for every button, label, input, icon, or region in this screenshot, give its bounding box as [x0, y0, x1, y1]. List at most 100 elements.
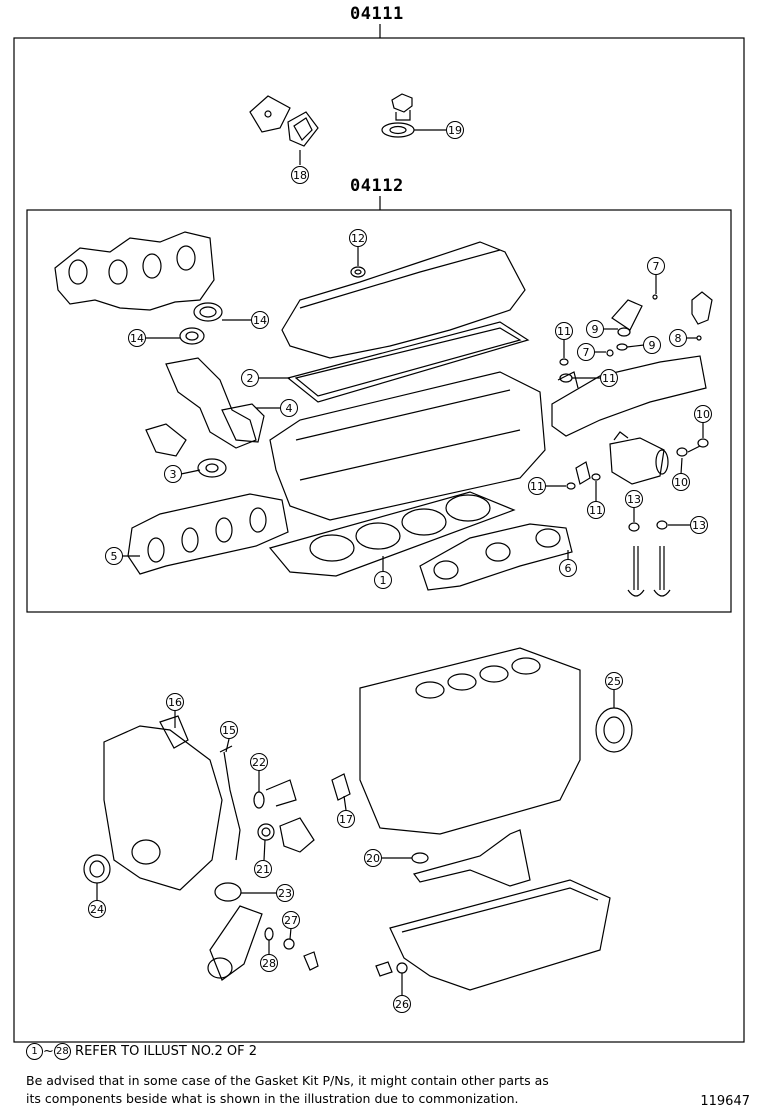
leader-3 — [180, 469, 201, 475]
callout-circle-inner-8 — [643, 336, 661, 354]
refer-text: REFER TO ILLUST NO.2 OF 2 — [75, 1044, 258, 1059]
callout-circle-inner-7 — [577, 343, 595, 361]
part-valve-a — [627, 546, 645, 597]
part-fuel-rail — [551, 355, 707, 437]
part-injector-8 — [691, 291, 713, 341]
callout-circle-inner-4 — [555, 322, 573, 340]
callout-label-inner-21: 6 — [565, 562, 572, 575]
part-drain-plug — [303, 951, 319, 971]
callout-circle-lower-2 — [250, 753, 268, 771]
inner-group-code: 04112 — [350, 176, 404, 196]
part-cover-plate — [249, 95, 291, 133]
leader-21 — [263, 839, 266, 861]
part-cylinder-head-cover — [281, 241, 526, 359]
callout-label-lower-0: 16 — [168, 696, 182, 709]
part-gasket-22 — [253, 779, 297, 809]
callout-circle-inner-0 — [349, 229, 367, 247]
part-sensor-7 — [611, 294, 658, 331]
part-gasket-10a — [697, 438, 709, 448]
part-thermostat-housing-3 — [145, 423, 227, 478]
part-rear-oil-seal-25 — [595, 707, 633, 753]
part-oil-filter — [207, 905, 263, 981]
outer-group-code: 04111 — [350, 4, 404, 24]
leader-15 — [225, 738, 230, 753]
callout-circle-inner-6 — [669, 329, 687, 347]
callout-label-lower-8: 23 — [278, 887, 292, 900]
inner-frame — [26, 209, 732, 613]
part-oil-filler-cap — [391, 93, 413, 121]
callout-circle-lower-8 — [276, 884, 294, 902]
refer-note: 1~28 REFER TO ILLUST NO.2 OF 2 — [26, 1043, 257, 1060]
callout-label-lower-11: 26 — [395, 998, 409, 1011]
callout-label-inner-3: 14 — [130, 332, 144, 345]
advice-line-1: Be advised that in some case of the Gask… — [26, 1073, 549, 1088]
callout-label-inner-1: 7 — [653, 260, 660, 273]
refer-tilde: ~ — [43, 1044, 54, 1059]
callout-circle-inner-3 — [128, 329, 146, 347]
callout-label-lower-2: 22 — [252, 756, 266, 769]
callout-label-inner-9: 2 — [247, 372, 254, 385]
callout-label-lower-3: 25 — [607, 675, 621, 688]
part-cylinder-block — [359, 647, 581, 835]
callout-label-lower-5: 21 — [256, 863, 270, 876]
callout-circle-lower-7 — [88, 900, 106, 918]
part-oil-strainer — [412, 829, 531, 887]
callout-label-inner-16: 10 — [674, 476, 688, 489]
callout-circle-inner-19 — [105, 547, 123, 565]
part-oil-pan — [389, 879, 611, 991]
callout-label-upper-0: 18 — [293, 169, 307, 182]
part-exhaust-gasket-6 — [419, 523, 573, 591]
part-seal-9b — [616, 343, 628, 351]
part-gasket-20 — [411, 852, 429, 864]
callout-circle-lower-5 — [254, 860, 272, 878]
callout-label-inner-6: 8 — [675, 332, 682, 345]
callout-label-inner-12: 10 — [696, 408, 710, 421]
outer-frame — [13, 37, 745, 1043]
callout-circle-lower-11 — [393, 995, 411, 1013]
part-water-outlet-4 — [165, 357, 265, 449]
callout-label-inner-5: 9 — [592, 323, 599, 336]
part-cylinder-head — [269, 371, 546, 521]
part-timing-cover — [103, 725, 223, 891]
callout-circle-inner-13 — [164, 465, 182, 483]
callout-label-inner-13: 3 — [170, 468, 177, 481]
part-gasket-15 — [219, 745, 241, 861]
callout-circle-inner-9 — [241, 369, 259, 387]
callout-circle-lower-9 — [282, 911, 300, 929]
leader-9b — [626, 344, 645, 348]
callout-circle-lower-1 — [220, 721, 238, 739]
part-intake-manifold — [54, 231, 215, 311]
part-valve-seal-13a — [628, 522, 640, 532]
callout-label-inner-15: 11 — [589, 504, 603, 517]
part-gasket-14b — [179, 327, 205, 345]
part-valve-b — [653, 546, 671, 597]
part-gasket-10b — [676, 445, 701, 457]
callout-circle-inner-10 — [600, 369, 618, 387]
callout-label-inner-14: 11 — [530, 480, 544, 493]
callout-circle-inner-5 — [586, 320, 604, 338]
part-oil-seal-12 — [350, 266, 366, 278]
callout-circle-inner-21 — [559, 559, 577, 577]
part-oring-23 — [214, 882, 242, 902]
leader-17 — [343, 795, 347, 811]
part-gasket-18 — [287, 111, 319, 147]
callout-circle-inner-1 — [647, 257, 665, 275]
callout-circle-inner-11 — [280, 399, 298, 417]
callout-circle-inner-16 — [672, 473, 690, 491]
callout-label-inner-2: 14 — [253, 314, 267, 327]
callout-circle-inner-20 — [374, 571, 392, 589]
callout-circle-upper-1 — [446, 121, 464, 139]
callout-circle-inner-14 — [528, 477, 546, 495]
callout-label-lower-10: 28 — [262, 957, 276, 970]
part-oil-pump — [279, 817, 315, 853]
callout-circle-inner-15 — [587, 501, 605, 519]
part-fitting-11 — [566, 461, 601, 490]
callout-label-lower-9: 27 — [284, 914, 298, 927]
illustration-id: 119647 — [700, 1094, 750, 1109]
callout-circle-lower-10 — [260, 954, 278, 972]
refer-start-number: 1 — [26, 1043, 43, 1060]
callout-label-inner-18: 13 — [692, 519, 706, 532]
callout-circle-inner-17 — [625, 490, 643, 508]
